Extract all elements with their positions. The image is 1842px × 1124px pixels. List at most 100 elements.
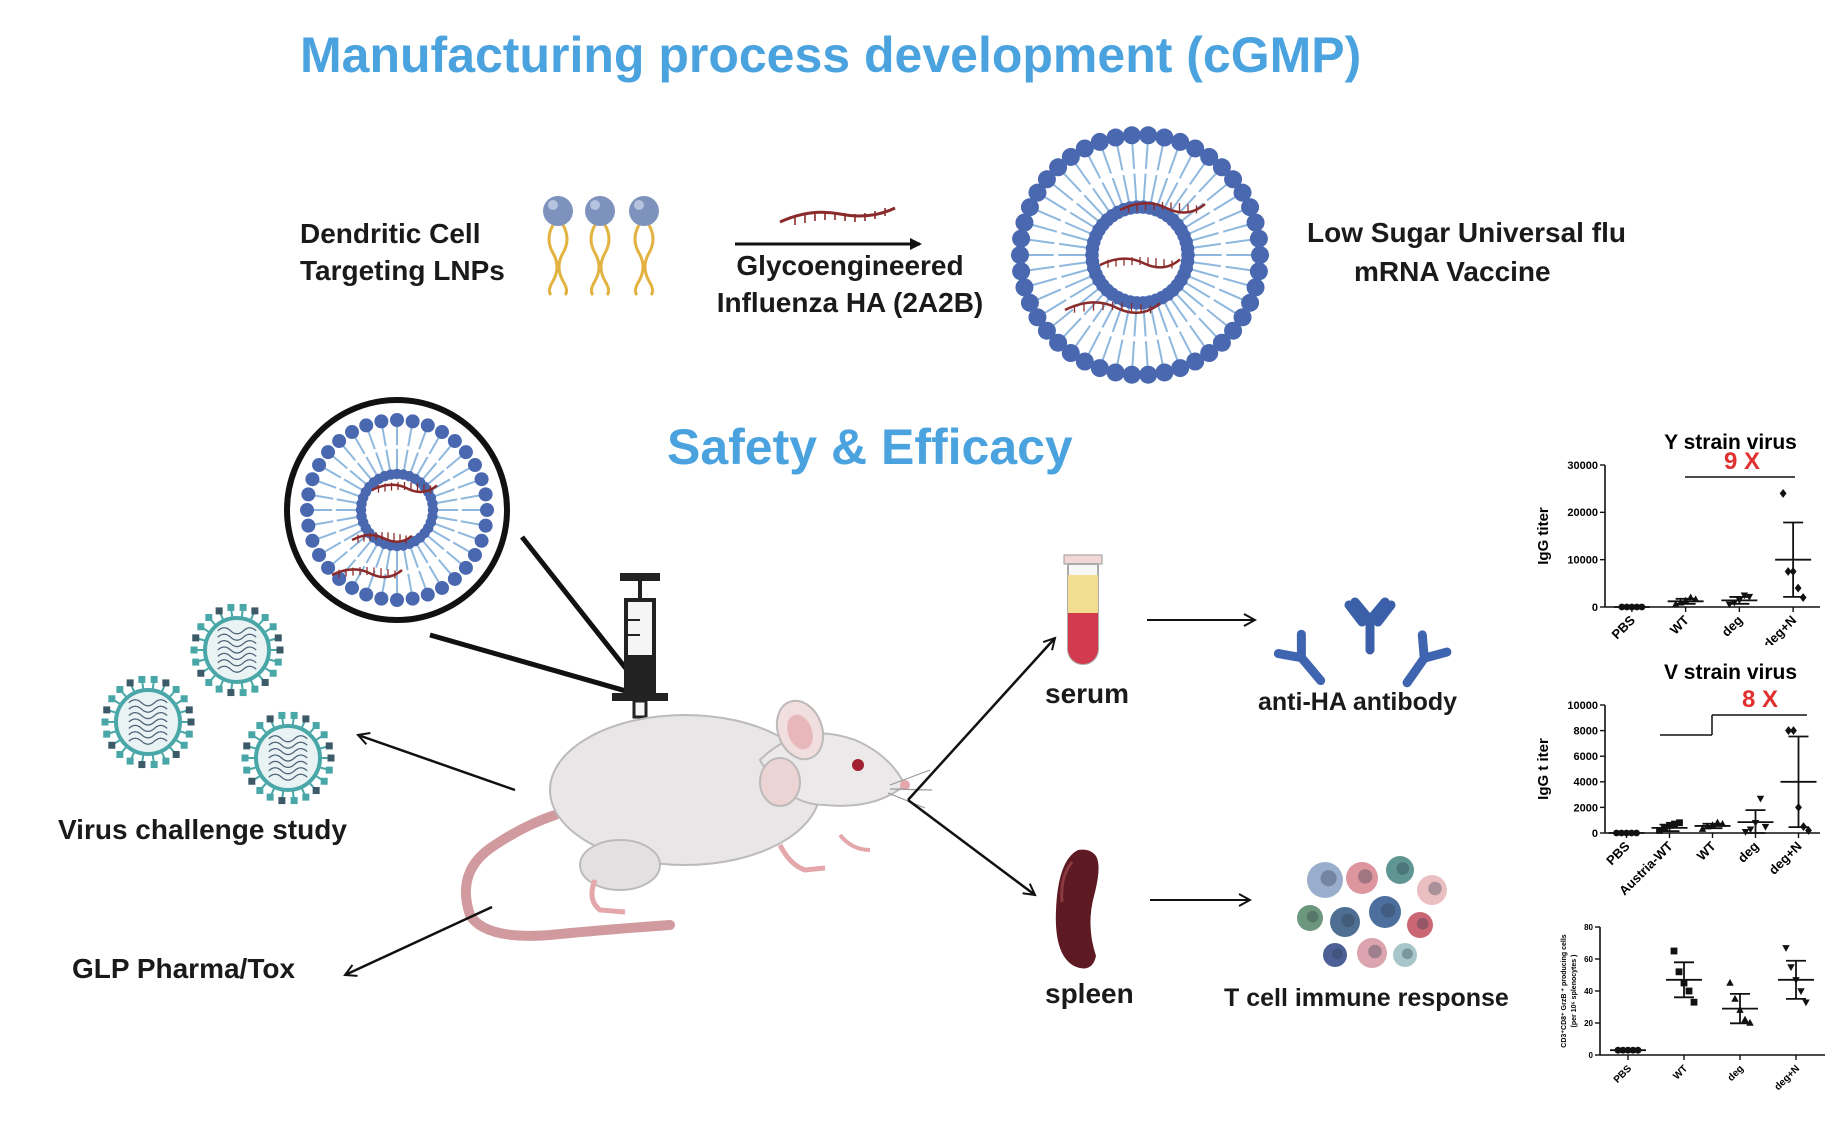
comparison-bracket — [1660, 714, 1807, 736]
data-point — [1746, 826, 1755, 834]
data-point — [1624, 1046, 1632, 1054]
virus-particles-icon — [101, 603, 335, 805]
x-tick-label: deg — [1726, 1063, 1746, 1083]
data-point — [1756, 795, 1765, 803]
data-point — [1680, 979, 1688, 987]
y-axis-label: IgG t iter — [1535, 738, 1552, 800]
data-point — [1736, 1006, 1744, 1013]
y-tick-label: 20 — [1584, 1019, 1593, 1028]
data-point — [1623, 603, 1631, 611]
data-point — [1691, 595, 1700, 603]
data-point — [1634, 1046, 1642, 1054]
chart-title: V strain virus — [1664, 661, 1797, 684]
y-tick-label: 30000 — [1567, 460, 1598, 472]
data-point — [1735, 597, 1744, 604]
spleen-icon — [1055, 849, 1099, 969]
data-point — [1629, 1046, 1637, 1054]
data-point — [1638, 603, 1646, 611]
data-point — [1661, 824, 1668, 832]
data-point — [1805, 826, 1812, 835]
data-point — [1745, 593, 1754, 601]
y-tick-label: 80 — [1584, 923, 1593, 932]
data-point — [1656, 827, 1663, 834]
y-axis-label-line2: (per 10⁶ splenocytes ) — [1571, 955, 1578, 1028]
data-point — [1794, 583, 1802, 593]
mrna-label-line1: Glycoengineered — [736, 250, 964, 281]
lnp-lipids-icon — [543, 196, 659, 297]
x-tick-label: WT — [1671, 1063, 1690, 1082]
data-point — [1698, 825, 1707, 832]
y-tick-label: 10000 — [1567, 555, 1598, 567]
data-point — [1779, 488, 1787, 498]
data-point — [1784, 567, 1792, 576]
y-tick-label: 4000 — [1574, 777, 1598, 789]
data-point — [1628, 603, 1636, 611]
antibody-label: anti-HA antibody — [1258, 688, 1458, 716]
data-point — [1790, 726, 1797, 736]
data-point — [1666, 821, 1673, 829]
lnp-label-line2: Targeting LNPs — [300, 255, 505, 286]
x-tick-label: WT — [1667, 612, 1692, 637]
x-tick-label: deg+N — [1760, 613, 1799, 645]
y-tick-label: 0 — [1589, 1051, 1594, 1060]
data-point — [1787, 964, 1795, 972]
lnp-label-line1: Dendritic Cell — [300, 218, 481, 249]
data-point — [1633, 829, 1640, 837]
chart-v-strain: V strain virus 0 2000 4000 6000 8000 10000IgG … — [1535, 661, 1820, 898]
data-point — [1708, 821, 1717, 829]
x-tick-label: WT — [1694, 838, 1719, 863]
data-point — [1686, 593, 1695, 601]
data-point — [1676, 598, 1685, 606]
data-point — [1713, 818, 1722, 826]
data-point — [1725, 601, 1734, 609]
y-tick-label: 20000 — [1567, 507, 1598, 519]
data-point — [1718, 819, 1727, 827]
mrna-label-line2: Influenza HA (2A2B) — [716, 287, 984, 318]
y-tick-label: 0 — [1592, 828, 1598, 840]
serum-label: serum — [1045, 678, 1130, 709]
data-point — [1782, 945, 1790, 952]
y-tick-label: 10000 — [1567, 700, 1598, 712]
data-point — [1761, 823, 1770, 831]
y-tick-label: 8000 — [1574, 725, 1598, 737]
vaccine-label-line2: mRNA Vaccine — [1354, 256, 1551, 287]
data-point — [1800, 822, 1807, 832]
data-point — [1618, 603, 1626, 611]
mouse-icon — [460, 699, 933, 941]
data-point — [1730, 599, 1739, 607]
data-point — [1785, 726, 1792, 736]
virus-challenge-label: Virus challenge study — [58, 814, 347, 845]
serum-tube-icon — [1063, 554, 1103, 665]
data-point — [1797, 988, 1805, 996]
fold-change-annotation: 9 X — [1724, 448, 1760, 475]
data-point — [1690, 998, 1698, 1006]
tcell-label: T cell immune response — [1224, 984, 1509, 1012]
mrna-vaccine-lnp-icon — [1011, 126, 1269, 384]
y-tick-label: 2000 — [1574, 802, 1598, 814]
data-point — [1675, 968, 1683, 976]
antibody-icons — [1273, 597, 1452, 688]
data-point — [1731, 994, 1739, 1002]
glp-label: GLP Pharma/Tox — [72, 953, 296, 984]
data-point — [1633, 603, 1641, 611]
x-tick-label: deg — [1719, 612, 1746, 639]
manufacturing-title: Manufacturing process development (cGMP) — [300, 27, 1362, 83]
data-point — [1670, 947, 1678, 955]
data-point — [1802, 999, 1810, 1007]
y-tick-label: 6000 — [1574, 751, 1598, 763]
x-tick-label: deg+N — [1766, 839, 1805, 878]
y-tick-label: 60 — [1584, 955, 1593, 964]
y-axis-label-line1: CD3⁺CD8⁺ GrzB ⁺ producing cells — [1561, 934, 1568, 1047]
data-point — [1746, 1018, 1754, 1026]
vaccine-label-line1: Low Sugar Universal flu — [1307, 217, 1626, 248]
data-point — [1792, 977, 1800, 984]
x-tick-label: PBS — [1608, 612, 1638, 642]
chart-title: Y strain virus — [1664, 431, 1797, 454]
data-point — [1799, 593, 1807, 602]
data-point — [1751, 820, 1760, 827]
data-point — [1741, 829, 1750, 836]
x-tick-label: PBS — [1612, 1063, 1635, 1086]
